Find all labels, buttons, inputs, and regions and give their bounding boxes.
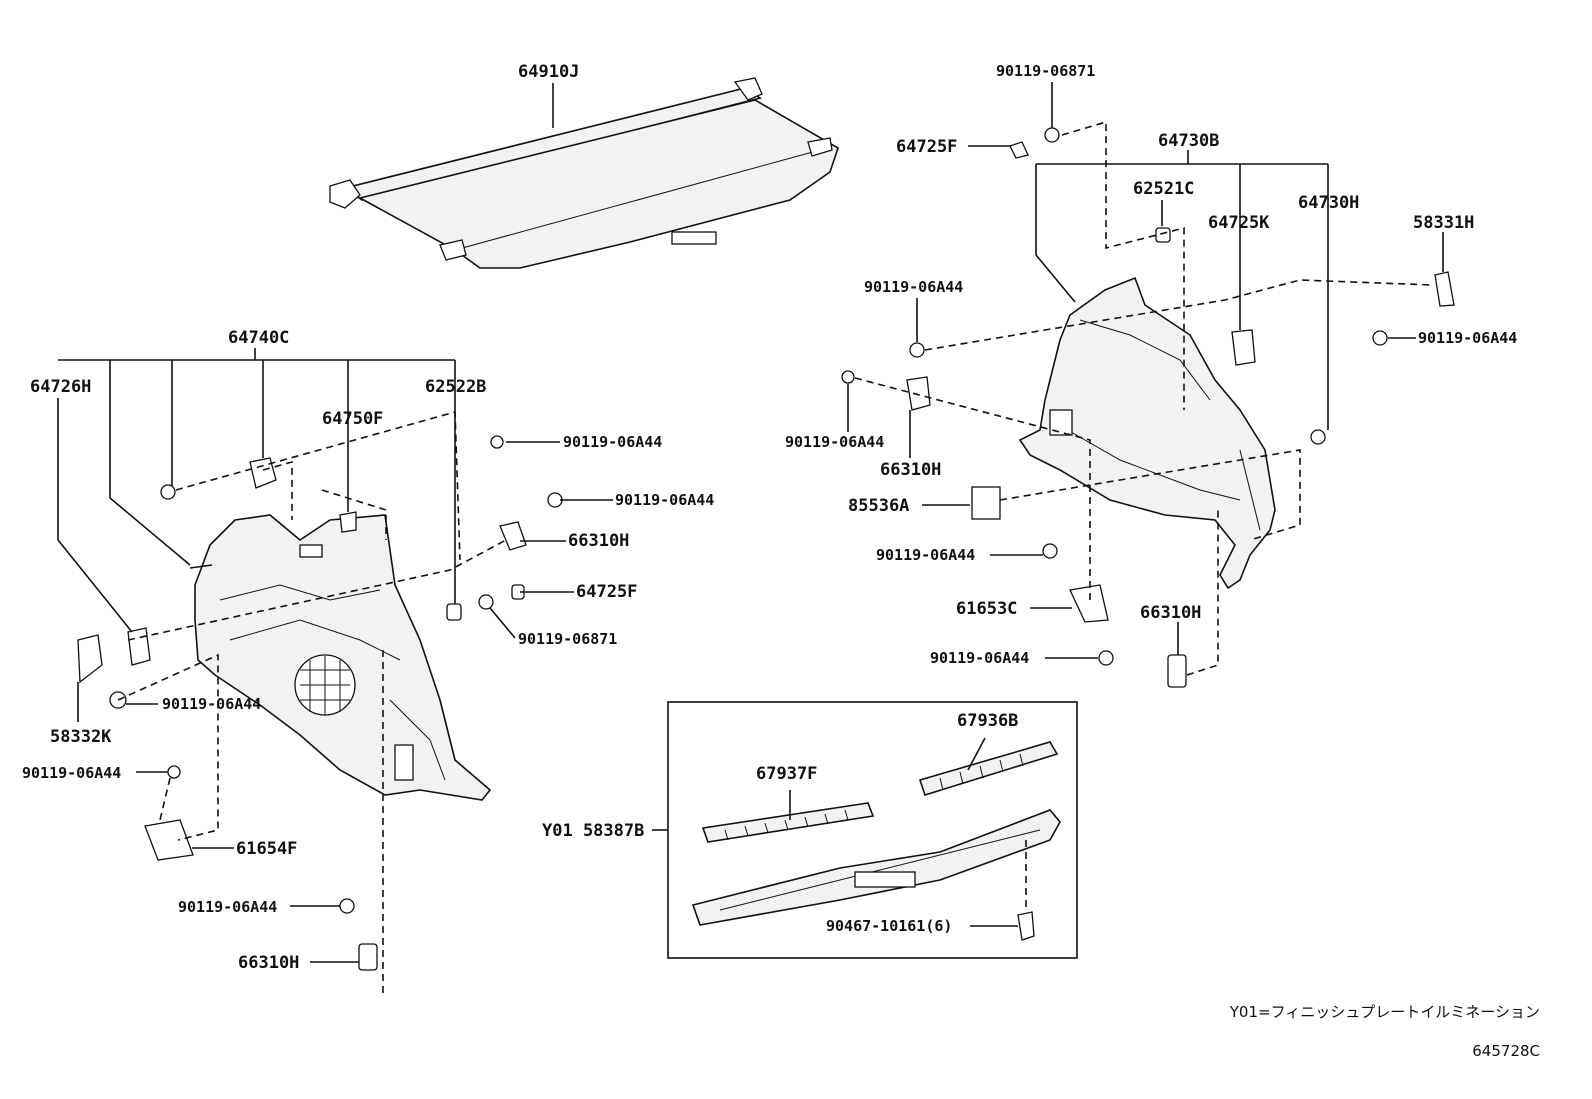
label-64730H[interactable]: 64730H <box>1298 193 1359 213</box>
label-64750F[interactable]: 64750F <box>322 409 383 429</box>
label-Y01-58387B[interactable]: Y01 58387B <box>542 821 644 841</box>
label-66310H-l[interactable]: 66310H <box>568 531 629 551</box>
label-64910J[interactable]: 64910J <box>518 62 579 82</box>
label-90119-06871-r[interactable]: 90119-06871 <box>996 62 1095 80</box>
label-64740C[interactable]: 64740C <box>228 328 289 348</box>
label-90467-10161[interactable]: 90467-10161(6) <box>826 917 952 935</box>
dashed-lines <box>117 120 1433 995</box>
label-64730B[interactable]: 64730B <box>1158 131 1219 151</box>
label-90119-06A44-l1[interactable]: 90119-06A44 <box>563 433 662 451</box>
label-66310H-r2[interactable]: 66310H <box>1140 603 1201 623</box>
label-64725F-l[interactable]: 64725F <box>576 582 637 602</box>
label-67936B[interactable]: 67936B <box>957 711 1018 731</box>
label-90119-06A44-r2[interactable]: 90119-06A44 <box>1418 329 1517 347</box>
label-64725K[interactable]: 64725K <box>1208 213 1270 233</box>
label-90119-06871-l[interactable]: 90119-06871 <box>518 630 617 648</box>
label-90119-06A44-l4[interactable]: 90119-06A44 <box>22 764 121 782</box>
left-quarter-trim <box>189 514 492 801</box>
leader-lines <box>57 82 1444 963</box>
footnote-text: Y01=フィニッシュプレートイルミネーション <box>1229 1003 1540 1021</box>
label-90119-06A44-l5[interactable]: 90119-06A44 <box>178 898 277 916</box>
part-labels: 64910J 64740C 64726H 64750F 62522B 90119… <box>22 62 1517 973</box>
diagram-code: 645728C <box>1472 1042 1540 1060</box>
right-small-parts <box>841 127 1455 688</box>
tonneau-cover <box>329 77 839 269</box>
label-67937F[interactable]: 67937F <box>756 764 817 784</box>
label-90119-06A44-r5[interactable]: 90119-06A44 <box>930 649 1029 667</box>
label-64725F-r[interactable]: 64725F <box>896 137 957 157</box>
label-90119-06A44-r3[interactable]: 90119-06A44 <box>785 433 884 451</box>
label-64726H[interactable]: 64726H <box>30 377 91 397</box>
label-85536A[interactable]: 85536A <box>848 496 909 516</box>
label-90119-06A44-r4[interactable]: 90119-06A44 <box>876 546 975 564</box>
label-90119-06A44-l2[interactable]: 90119-06A44 <box>615 491 714 509</box>
left-small-parts <box>77 435 563 971</box>
label-58331H[interactable]: 58331H <box>1413 213 1474 233</box>
label-90119-06A44-l3[interactable]: 90119-06A44 <box>162 695 261 713</box>
label-66310H-l2[interactable]: 66310H <box>238 953 299 973</box>
label-66310H-r[interactable]: 66310H <box>880 460 941 480</box>
label-62522B[interactable]: 62522B <box>425 377 486 397</box>
scuff-plate-box <box>667 701 1078 959</box>
right-quarter-trim <box>1018 276 1276 590</box>
label-90119-06A44-r1[interactable]: 90119-06A44 <box>864 278 963 296</box>
label-61653C[interactable]: 61653C <box>956 599 1017 619</box>
label-61654F[interactable]: 61654F <box>236 839 297 859</box>
label-62521C[interactable]: 62521C <box>1133 179 1194 199</box>
label-58332K[interactable]: 58332K <box>50 727 112 747</box>
